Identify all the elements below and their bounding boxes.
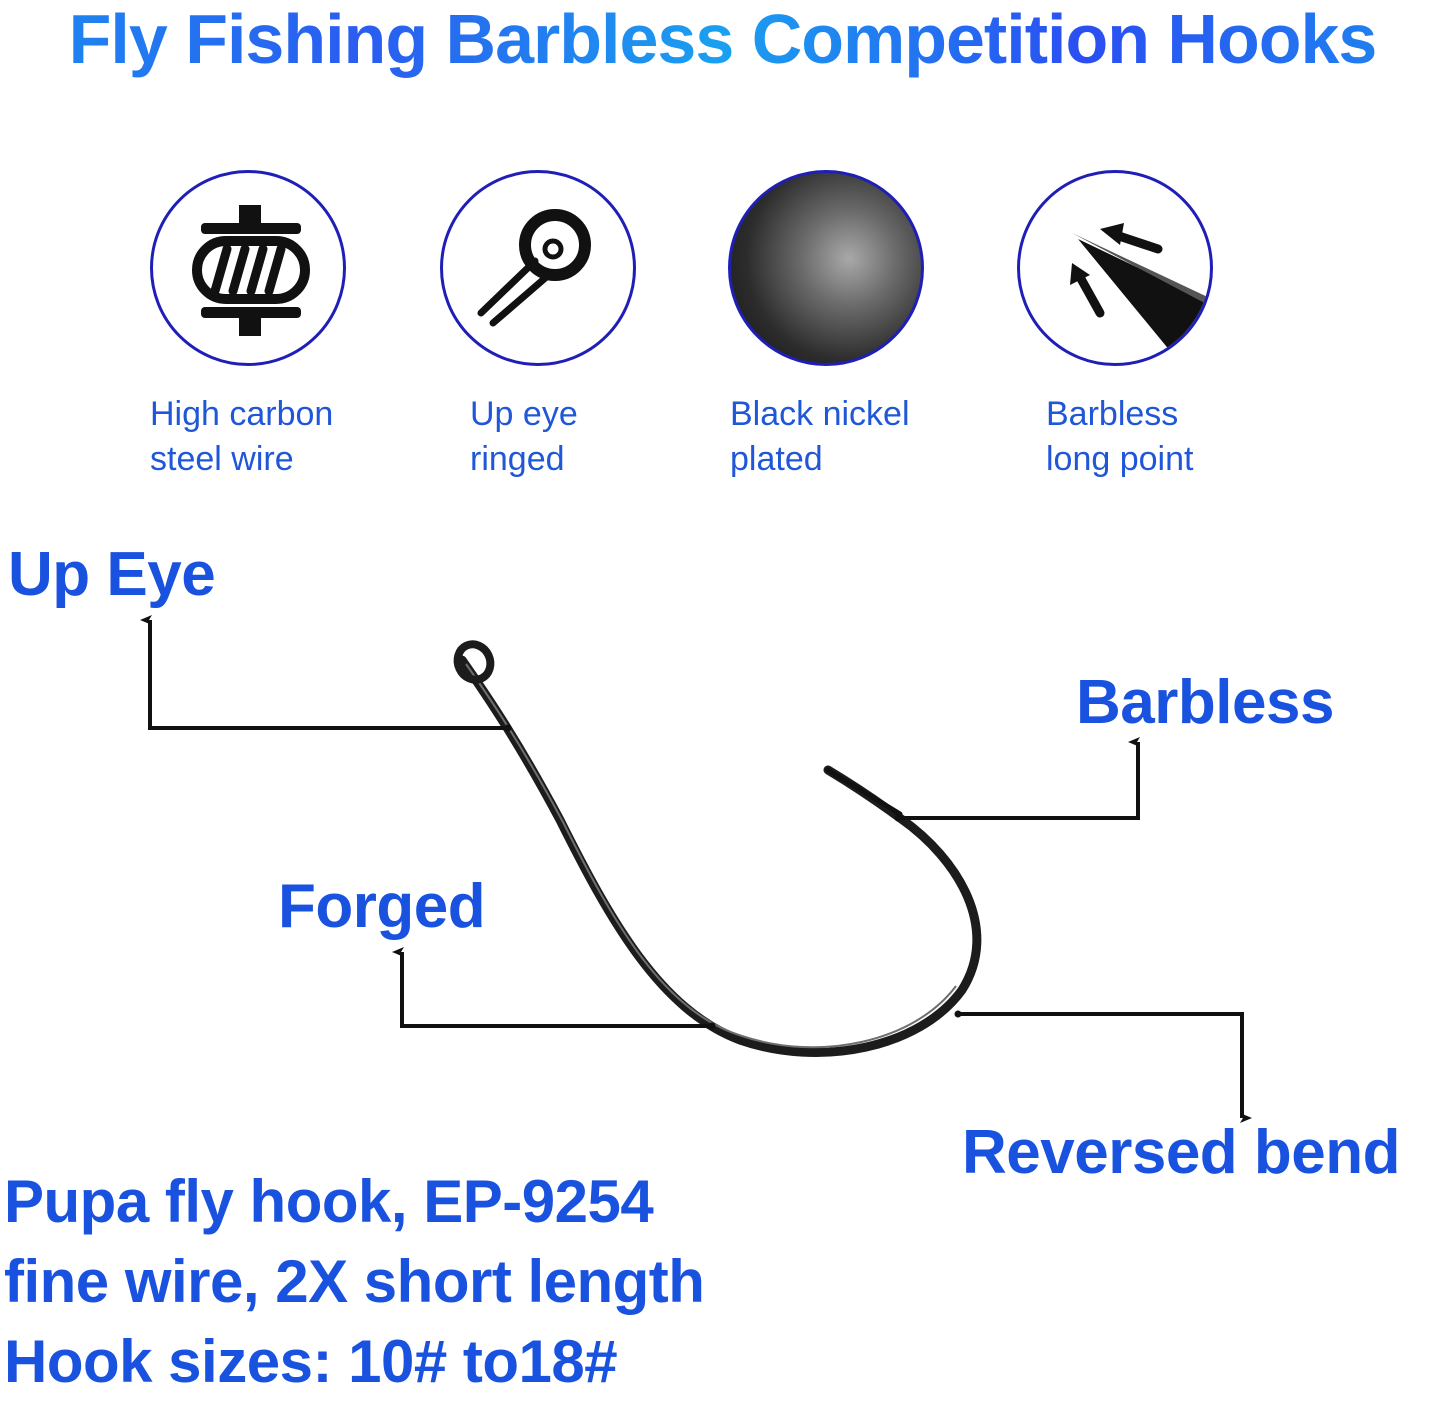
leader-line-barbless [894,737,1140,822]
leader-line-up-eye [140,615,512,732]
wire-coil-icon [192,205,310,336]
feature-label-line1: Barbless [1046,395,1179,433]
feature-badge [440,170,636,366]
ringed-eye-icon [477,209,591,327]
feature-badge [150,170,346,366]
specs-line2: fine wire, 2X short length [4,1248,705,1315]
black-nickel-icon [728,170,924,366]
feature-badge [1017,170,1213,366]
page-title: Fly Fishing Barbless Competition Hooks [0,0,1445,78]
barbless-point-icon [1070,223,1210,363]
feature-label: Black nickel plated [730,392,1030,482]
specs-line1: Pupa fly hook, EP-9254 [4,1168,654,1235]
callout-forged: Forged [278,872,486,941]
feature-label: Up eye ringed [470,392,770,482]
callout-barbless: Barbless [1076,668,1334,737]
feature-label: Barbless long point [1046,392,1346,482]
feature-label-line2: ringed [470,440,565,478]
callout-up-eye: Up Eye [8,540,216,609]
callout-reversed-bend: Reversed bend [962,1118,1401,1187]
feature-label-line2: steel wire [150,440,294,478]
feature-label-line2: plated [730,440,823,478]
feature-label-line1: Up eye [470,395,578,433]
leader-line-forged [392,947,716,1030]
feature-label: High carbon steel wire [150,392,450,482]
specs-line3: Hook sizes: 10# to18# [4,1328,618,1395]
feature-label-line1: High carbon [150,395,334,433]
feature-label-line2: long point [1046,440,1194,478]
hook-illustration [453,640,982,1058]
leader-line-reversed-bend [954,1010,1252,1123]
product-specs: Pupa fly hook, EP-9254 fine wire, 2X sho… [4,1162,705,1402]
feature-label-line1: Black nickel [730,395,910,433]
